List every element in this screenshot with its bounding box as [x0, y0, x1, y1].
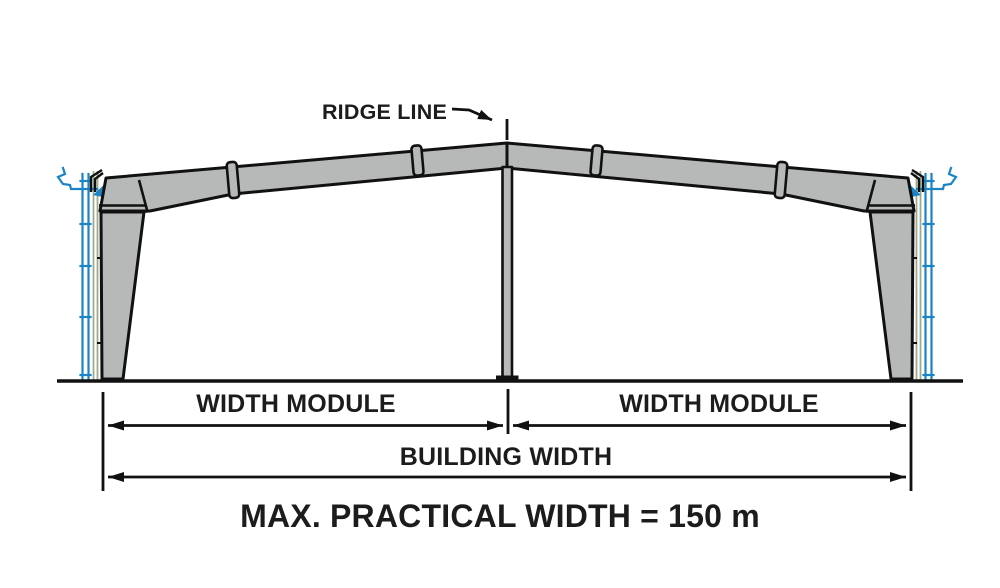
eave-gutter-icon — [56, 166, 99, 191]
left-girt-rungs — [79, 179, 92, 377]
building-width-label: BUILDING WIDTH — [400, 443, 613, 471]
width-module-label-right: WIDTH MODULE — [619, 390, 819, 418]
left-haunch-joint — [137, 179, 149, 211]
left-column — [99, 210, 146, 381]
ridge-line-callout: RIDGE LINE — [322, 100, 509, 140]
right-haunch-joint — [865, 179, 877, 211]
rafter-splice-plate — [225, 160, 241, 200]
right-rafter — [505, 141, 916, 213]
center-column — [501, 165, 514, 379]
ridge-line-label: RIDGE LINE — [322, 100, 447, 124]
rafter-splice-plate — [589, 144, 604, 177]
eave-strut — [89, 168, 104, 192]
ridge-leader-arrow — [451, 107, 493, 122]
right-column — [868, 210, 915, 381]
width-module-label-left: WIDTH MODULE — [196, 390, 396, 418]
rafter-splice-plate — [773, 160, 789, 200]
max-practical-width-caption: MAX. PRACTICAL WIDTH = 150 m — [240, 498, 760, 534]
left-rafter — [98, 141, 509, 213]
dimension-lines: WIDTH MODULE WIDTH MODULE BUILDING WIDTH — [101, 389, 913, 491]
steel-frame — [98, 141, 916, 382]
center-column-base-plate — [496, 375, 519, 382]
rafter-splice-plate — [410, 144, 425, 177]
